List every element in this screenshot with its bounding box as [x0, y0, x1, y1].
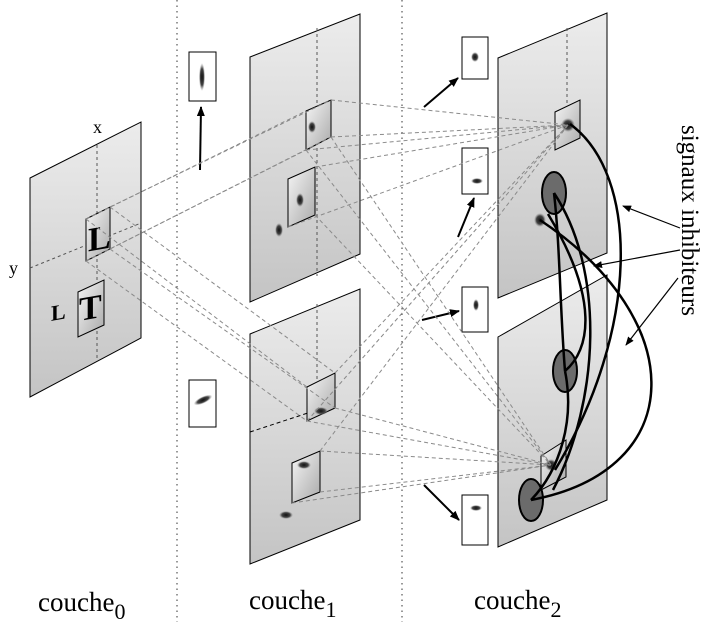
- feature-thumbnails-layer1: [188, 51, 217, 428]
- distractor-letter-t: T: [79, 287, 102, 329]
- distractor-letter-l: L: [51, 299, 66, 326]
- feature-arrows: [196, 77, 475, 521]
- layer0-label-index: 0: [114, 599, 125, 622]
- layer1-label: couche1: [249, 585, 336, 622]
- inhibitory-signals-label: signaux inhibiteurs: [676, 125, 701, 316]
- layer2-label: couche2: [474, 585, 561, 622]
- layer0-label: couche0: [38, 587, 125, 622]
- feature-thumbnails-layer2: [461, 36, 489, 546]
- axis-x-label: x: [93, 117, 102, 137]
- receptive-field-projections: [85, 99, 569, 504]
- distractor-window: T: [77, 279, 105, 338]
- inhibitory-label-arrows: [593, 205, 681, 346]
- column-separators: [176, 0, 403, 622]
- layer1-label-name: couche: [249, 585, 325, 615]
- layer0-plane: L T L: [29, 121, 142, 398]
- attended-letter: L: [88, 218, 111, 260]
- layer0-label-name: couche: [38, 587, 114, 617]
- layer1-bottom-plane: [249, 288, 361, 565]
- layer2-label-name: couche: [474, 585, 550, 615]
- layer1-top-plane: [249, 13, 361, 303]
- layer1-label-index: 1: [325, 597, 336, 622]
- layer2-top-plane: [497, 12, 608, 299]
- axis-y-label: y: [9, 258, 18, 278]
- layer-labels: couche0 couche1 couche2: [38, 585, 561, 622]
- layer2-label-index: 2: [550, 597, 561, 622]
